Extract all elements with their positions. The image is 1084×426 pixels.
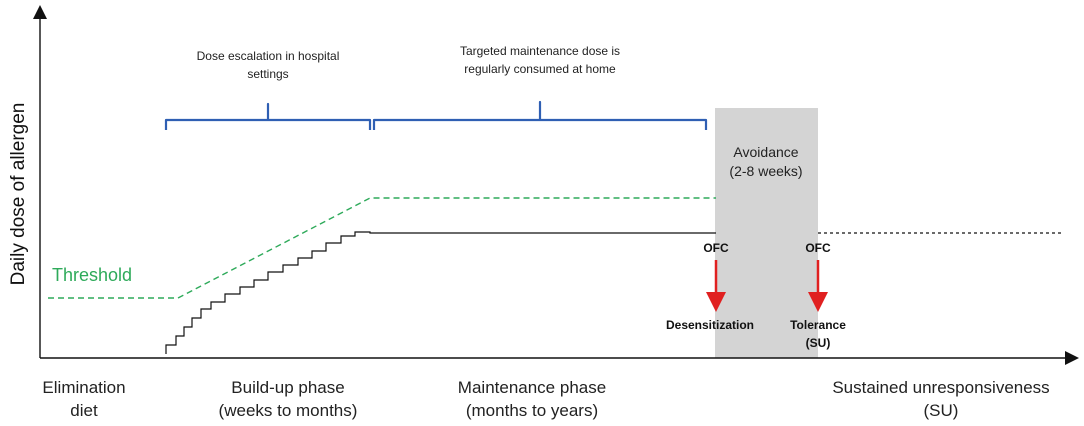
phase-maintenance-line2: (months to years): [466, 401, 598, 420]
phase-buildup-line1: Build-up phase: [231, 378, 344, 397]
dose-staircase: [165, 231, 716, 354]
avoidance-text-line2: (2-8 weeks): [729, 163, 802, 179]
phase-buildup-line2: (weeks to months): [219, 401, 358, 420]
maintenance-brace-text-line2: regularly consumed at home: [464, 62, 616, 76]
tolerance-label-line2: (SU): [806, 336, 831, 350]
brace-escalation: [164, 102, 372, 130]
phase-elimination-line2: diet: [70, 401, 98, 420]
tolerance-label-line1: Tolerance: [790, 318, 846, 332]
escalation-text-line1: Dose escalation in hospital: [197, 49, 340, 63]
phase-sustained-line1: Sustained unresponsiveness: [832, 378, 1049, 397]
maintenance-brace-text-line1: Targeted maintenance dose is: [460, 44, 620, 58]
phase-maintenance-line1: Maintenance phase: [458, 378, 606, 397]
y-axis-label: Daily dose of allergen: [8, 103, 29, 286]
threshold-line: [48, 197, 716, 299]
phase-elimination-line1: Elimination: [42, 378, 125, 397]
escalation-text-line2: settings: [247, 67, 288, 81]
avoidance-region: [715, 108, 818, 358]
threshold-label: Threshold: [52, 265, 132, 285]
brace-maintenance: [372, 100, 708, 130]
avoidance-text-line1: Avoidance: [733, 144, 798, 160]
phase-sustained-line2: (SU): [924, 401, 959, 420]
desensitization-label: Desensitization: [666, 318, 754, 332]
ofc-label-desensitization: OFC: [703, 241, 729, 255]
ofc-label-tolerance: OFC: [805, 241, 831, 255]
